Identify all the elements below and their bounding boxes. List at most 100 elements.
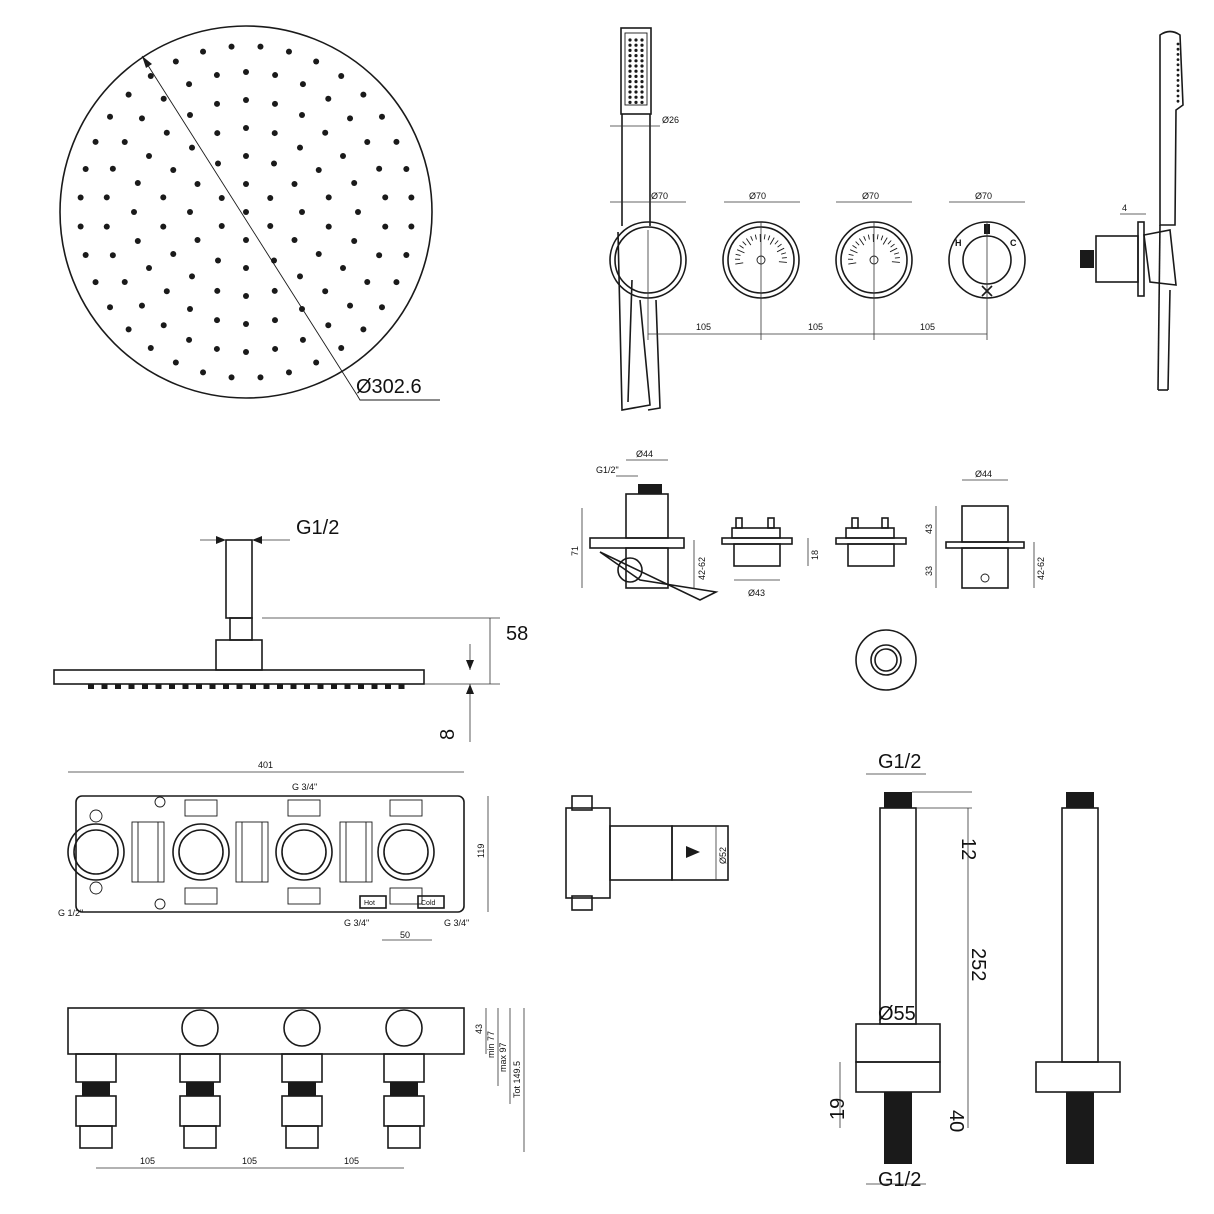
cap-diameter-label: Ø44 xyxy=(975,469,992,479)
body-length-label: 401 xyxy=(258,760,273,770)
handshower-side-nozzle xyxy=(1176,63,1180,67)
nozzle xyxy=(296,144,303,151)
handshower-nozzle xyxy=(628,54,632,58)
handshower-nozzle xyxy=(628,85,632,89)
cartridge-bottom xyxy=(383,1095,425,1127)
cartridge-label xyxy=(288,1082,316,1096)
cap-upper-label: 43 xyxy=(924,524,934,534)
nozzle xyxy=(214,100,221,107)
nozzle-tip xyxy=(371,684,378,689)
handshower-nozzle xyxy=(640,85,644,89)
scale-tick xyxy=(742,241,747,246)
nozzle xyxy=(364,139,371,145)
handshower-nozzles xyxy=(628,38,644,104)
nozzle xyxy=(170,251,177,257)
nozzle xyxy=(228,374,235,381)
nozzle xyxy=(299,336,306,343)
nozzle xyxy=(285,369,292,376)
handshower-nozzle xyxy=(628,48,632,53)
handshower-nozzle xyxy=(640,74,644,78)
nozzle xyxy=(77,223,84,230)
cartridge-label xyxy=(82,1082,110,1096)
nozzle xyxy=(194,181,201,187)
nozzle xyxy=(172,359,179,366)
port-top xyxy=(184,799,218,817)
nozzle xyxy=(271,287,278,294)
valve-2-side-view xyxy=(835,517,907,567)
nozzle-tip xyxy=(155,684,162,689)
handshower-nozzle xyxy=(634,74,638,78)
scale-tick xyxy=(876,234,879,240)
scale-tick xyxy=(750,235,754,241)
cartridge-bottom xyxy=(75,1095,117,1127)
cartridge-bottom xyxy=(179,1095,221,1127)
nozzle xyxy=(271,130,278,137)
nozzle xyxy=(382,194,389,201)
nozzle xyxy=(160,322,167,329)
shower-arm-side-view xyxy=(1035,792,1121,1164)
cartridge-top xyxy=(179,1053,221,1083)
nozzle-tip xyxy=(250,684,256,689)
nozzle xyxy=(299,209,305,215)
nozzle xyxy=(382,223,389,230)
nozzle xyxy=(378,113,385,120)
thermo-hot-label: H xyxy=(955,238,962,248)
nozzle xyxy=(271,100,278,107)
outlet-thread-label: G1/2" xyxy=(596,465,619,475)
nozzle xyxy=(134,180,141,187)
nozzle xyxy=(243,321,249,327)
scale-tick xyxy=(763,234,766,240)
nozzle-tip xyxy=(398,684,405,689)
mount-hole xyxy=(154,898,166,910)
handshower-nozzle xyxy=(628,90,632,94)
scale-tick xyxy=(769,237,775,245)
scale-tick xyxy=(774,240,779,245)
nozzle xyxy=(215,257,221,264)
scale-tick xyxy=(855,241,860,246)
nozzle xyxy=(138,302,145,309)
knob-2-front-view: Ø70 xyxy=(722,191,800,340)
port-bottom xyxy=(184,887,218,905)
spacing-1-label: 105 xyxy=(696,322,711,332)
scale-tick xyxy=(781,252,787,255)
handshower-nozzle xyxy=(634,54,638,58)
handshower-nozzle xyxy=(640,64,644,68)
bot-dim-min77-label: min 77 xyxy=(486,1031,496,1058)
body-inlet-hot-label: G 3/4" xyxy=(344,918,369,928)
handshower-nozzle xyxy=(628,59,632,63)
handshower-nozzle xyxy=(640,59,644,63)
nozzle xyxy=(408,223,415,230)
cartridge-stem xyxy=(79,1125,113,1149)
handshower-front-view: Ø26 Ø70 xyxy=(609,27,687,411)
nozzle xyxy=(131,209,137,215)
port-bottom xyxy=(287,887,321,905)
nozzle xyxy=(218,195,225,201)
nozzle xyxy=(125,91,132,98)
shower-head-diameter-label: Ø302.6 xyxy=(356,376,422,398)
nozzle xyxy=(214,317,221,324)
mixer-body-side-view: Ø52 xyxy=(565,795,729,911)
nozzle xyxy=(360,91,367,98)
cap-range-label: 42-62 xyxy=(1036,557,1046,580)
nozzle xyxy=(213,72,220,79)
hot-label: Hot xyxy=(364,900,375,907)
shower-head-top-view: Ø302.6 xyxy=(59,25,440,401)
nozzle xyxy=(103,223,110,230)
nozzle xyxy=(351,237,358,244)
nozzle xyxy=(107,113,114,120)
scale-tick xyxy=(889,247,898,253)
nozzle xyxy=(267,195,274,201)
nozzle-tip xyxy=(277,684,283,689)
cartridge-top xyxy=(383,1053,425,1083)
spacing-3-label: 105 xyxy=(920,322,935,332)
arm-flange-diameter-label: Ø55 xyxy=(878,1003,916,1025)
mount-hole xyxy=(89,881,103,895)
nozzle xyxy=(125,326,132,333)
bot-dim-max97-label: max 97 xyxy=(498,1042,508,1072)
nozzle xyxy=(187,112,193,119)
nozzle xyxy=(243,265,249,271)
nozzle xyxy=(378,304,385,311)
nozzle xyxy=(243,209,249,215)
nozzle xyxy=(271,317,278,324)
nozzle-tip xyxy=(358,684,364,689)
